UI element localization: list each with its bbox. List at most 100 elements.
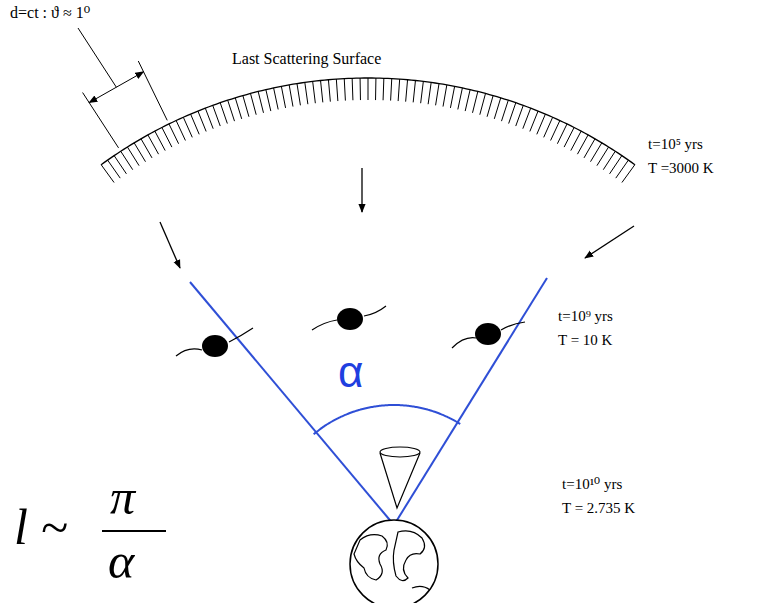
photon-arrows bbox=[160, 168, 634, 268]
hatch-tick bbox=[336, 79, 338, 101]
hatch-tick bbox=[516, 105, 524, 126]
galaxy-tail bbox=[452, 338, 476, 348]
hatch-tick bbox=[141, 139, 152, 158]
hatch-tick bbox=[228, 100, 235, 121]
photon-arrow bbox=[361, 168, 362, 212]
hatch-tick bbox=[191, 114, 200, 134]
hatch-tick bbox=[480, 93, 486, 114]
hatch-tick bbox=[328, 80, 330, 102]
hatch-tick bbox=[465, 90, 470, 111]
hatch-tick bbox=[162, 127, 172, 147]
sight-line bbox=[394, 278, 547, 525]
hatch-tick bbox=[274, 88, 279, 110]
hatch-tick bbox=[436, 84, 439, 106]
hatch-tick bbox=[571, 131, 581, 150]
time-label: t=10⁵ yrs bbox=[648, 136, 703, 153]
hatch-tick bbox=[352, 78, 354, 100]
hatch-tick bbox=[391, 79, 392, 101]
hatch-tick bbox=[235, 98, 241, 119]
arc-line bbox=[101, 78, 635, 165]
hatch-tick bbox=[266, 90, 271, 111]
hatch-tick bbox=[450, 86, 454, 108]
hatch-tick bbox=[487, 96, 493, 117]
temperature-label: T = 10 K bbox=[558, 332, 612, 349]
hatch-tick bbox=[121, 151, 133, 169]
hatch-tick bbox=[383, 78, 385, 100]
time-label: t=10⁹ yrs bbox=[558, 308, 613, 325]
hatch-tick bbox=[577, 135, 588, 154]
angle-arc bbox=[314, 405, 461, 434]
surface-label: Last Scattering Surface bbox=[232, 50, 381, 68]
hatch-tick bbox=[344, 79, 345, 101]
photon-arrow bbox=[585, 226, 634, 258]
hatch-tick bbox=[421, 81, 424, 103]
hatch-tick bbox=[501, 100, 508, 121]
hatch-tick bbox=[622, 165, 635, 183]
hatch-tick bbox=[473, 91, 478, 112]
galaxy bbox=[202, 335, 228, 357]
hatch-tick bbox=[183, 117, 192, 137]
hatch-tick bbox=[509, 103, 516, 124]
formula-lhs: l ~ bbox=[14, 502, 67, 552]
galaxy-tail bbox=[176, 349, 202, 356]
hatch-tick bbox=[413, 80, 415, 102]
sight-line bbox=[190, 282, 394, 525]
continent bbox=[412, 586, 430, 590]
galaxy bbox=[475, 323, 501, 345]
fraction-bar bbox=[102, 530, 166, 532]
hatch-tick bbox=[406, 80, 408, 102]
hatch-tick bbox=[321, 80, 323, 102]
extension-line bbox=[138, 61, 167, 120]
globe bbox=[350, 520, 438, 603]
hatch-tick bbox=[443, 85, 447, 107]
hatch-tick bbox=[368, 78, 369, 100]
dimension-marker bbox=[78, 28, 167, 148]
sight-lines bbox=[190, 278, 547, 525]
leader-line bbox=[78, 28, 116, 87]
hatch-tick bbox=[114, 156, 126, 174]
hatch-tick bbox=[148, 135, 159, 154]
hatch-tick bbox=[458, 88, 463, 110]
temperature-label: T = 2.735 K bbox=[562, 500, 635, 517]
hatch-tick bbox=[198, 111, 206, 131]
hatch-tick bbox=[530, 111, 538, 131]
hatch-tick bbox=[610, 156, 622, 174]
galaxy-tail bbox=[229, 328, 253, 342]
continent bbox=[393, 531, 424, 581]
time-label: t=10¹⁰ yrs bbox=[562, 476, 622, 493]
hatch-tick bbox=[305, 82, 308, 104]
telescope-cone bbox=[380, 447, 420, 457]
hatch-tick bbox=[428, 82, 431, 104]
hatch-tick bbox=[494, 98, 500, 119]
hatch-tick bbox=[375, 78, 376, 100]
galaxy-tail bbox=[501, 322, 525, 330]
last-scattering-arc bbox=[101, 78, 635, 183]
hatch-tick bbox=[169, 124, 179, 144]
hatch-tick bbox=[258, 91, 263, 112]
hatch-tick bbox=[551, 121, 560, 141]
hatch-tick bbox=[289, 85, 293, 107]
hatch-tick bbox=[584, 139, 595, 158]
hatch-tick bbox=[360, 78, 361, 100]
photon-arrow bbox=[160, 222, 180, 268]
galaxy-tail bbox=[312, 320, 337, 330]
hatch-tick bbox=[590, 143, 601, 162]
temperature-label: T =3000 K bbox=[648, 160, 714, 177]
telescope-cone bbox=[380, 453, 420, 508]
hatch-tick bbox=[213, 105, 221, 126]
hatch-tick bbox=[398, 79, 400, 101]
hatch-tick bbox=[220, 103, 227, 124]
hatch-tick bbox=[205, 108, 213, 129]
hatch-tick bbox=[523, 108, 531, 129]
hatch-tick bbox=[603, 151, 615, 169]
hatch-tick bbox=[108, 160, 121, 178]
hatch-tick bbox=[243, 96, 249, 117]
galaxy-tail bbox=[364, 306, 386, 316]
hatch-tick bbox=[564, 127, 574, 147]
hatch-tick bbox=[155, 131, 165, 150]
hatch-tick bbox=[297, 84, 300, 106]
earth bbox=[350, 447, 438, 603]
hatch-tick bbox=[537, 114, 546, 134]
hatch-tick bbox=[281, 86, 285, 108]
